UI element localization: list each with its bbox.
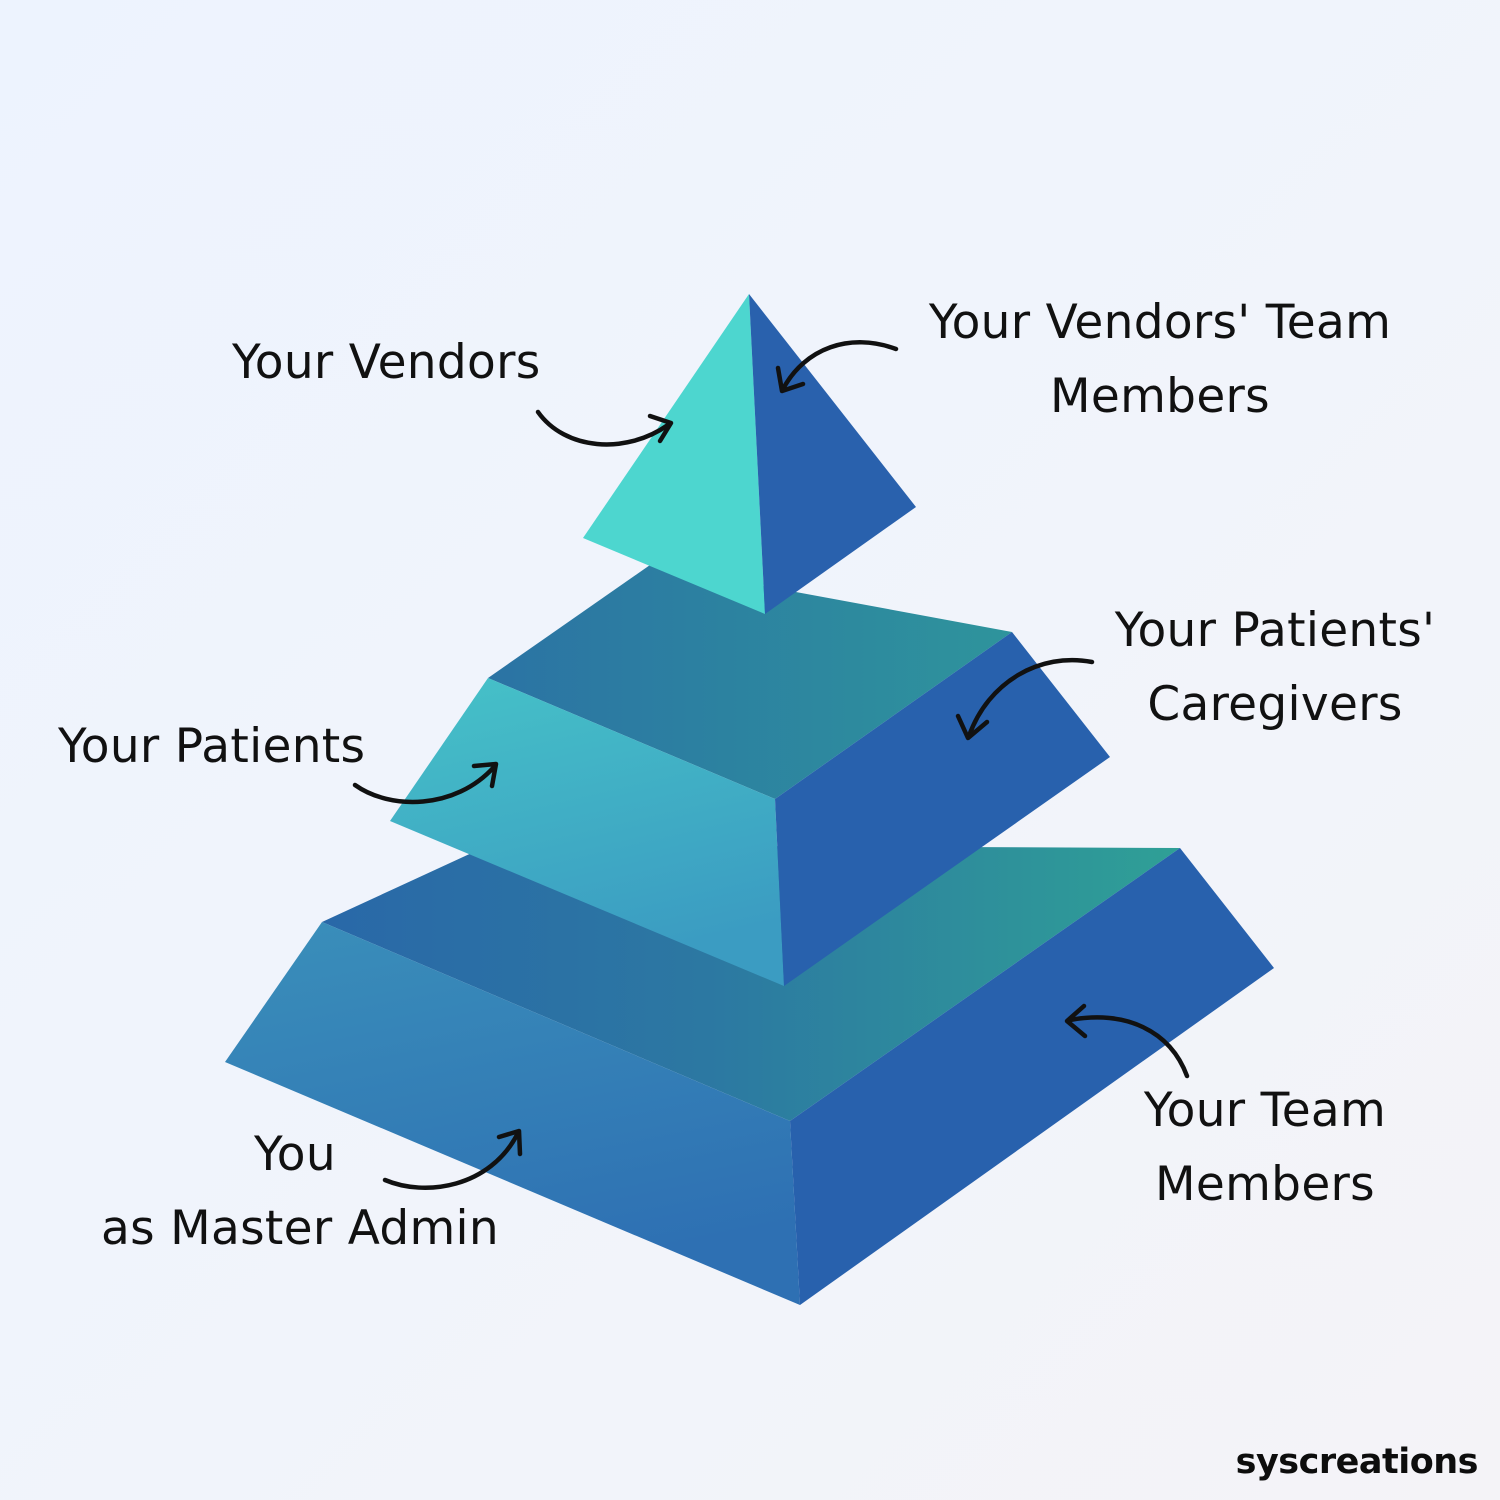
arrow-team bbox=[1064, 1003, 1190, 1079]
arrow-vendor-team bbox=[775, 340, 899, 394]
label-you-line2: as Master Admin bbox=[101, 1201, 499, 1256]
label-vendors-team-line1: Your Vendors' Team bbox=[928, 295, 1392, 350]
label-caregivers-line1: Your Patients' bbox=[1114, 603, 1436, 658]
tier-bottom-top-face bbox=[322, 845, 1180, 1121]
label-your-team-members: Your Team Members bbox=[1110, 1074, 1420, 1222]
tier-middle-left-face bbox=[390, 678, 784, 986]
label-team-line2: Members bbox=[1155, 1157, 1375, 1212]
label-your-patients-text: Your Patients bbox=[58, 719, 366, 774]
label-your-vendors-text: Your Vendors bbox=[232, 335, 541, 390]
tier-top-right-face bbox=[749, 294, 916, 614]
label-you-line1: You bbox=[254, 1127, 336, 1182]
tier-top-left-face bbox=[583, 294, 765, 614]
tier-bottom bbox=[225, 845, 1274, 1305]
label-your-vendors: Your Vendors bbox=[232, 326, 540, 400]
tier-middle bbox=[390, 565, 1110, 986]
arrow-vendors bbox=[535, 409, 674, 447]
tier-bottom-right-face bbox=[790, 848, 1274, 1305]
label-you-master-admin: You as Master Admin bbox=[90, 1118, 510, 1266]
label-patients-caregivers: Your Patients' Caregivers bbox=[1090, 594, 1460, 742]
arrow-patients bbox=[352, 761, 499, 805]
label-caregivers-line2: Caregivers bbox=[1147, 677, 1403, 732]
brand-logo: syscreations bbox=[1235, 1442, 1479, 1482]
label-team-line1: Your Team bbox=[1143, 1083, 1387, 1138]
label-your-patients: Your Patients bbox=[58, 710, 365, 784]
arrow-caregivers bbox=[955, 657, 1095, 741]
tier-bottom-left-face bbox=[225, 922, 800, 1305]
label-vendors-team-members: Your Vendors' Team Members bbox=[900, 286, 1420, 434]
tier-middle-right-face bbox=[775, 632, 1110, 986]
tier-middle-top-face bbox=[488, 565, 1012, 799]
label-vendors-team-line2: Members bbox=[1050, 369, 1270, 424]
arrow-you bbox=[382, 1128, 523, 1190]
